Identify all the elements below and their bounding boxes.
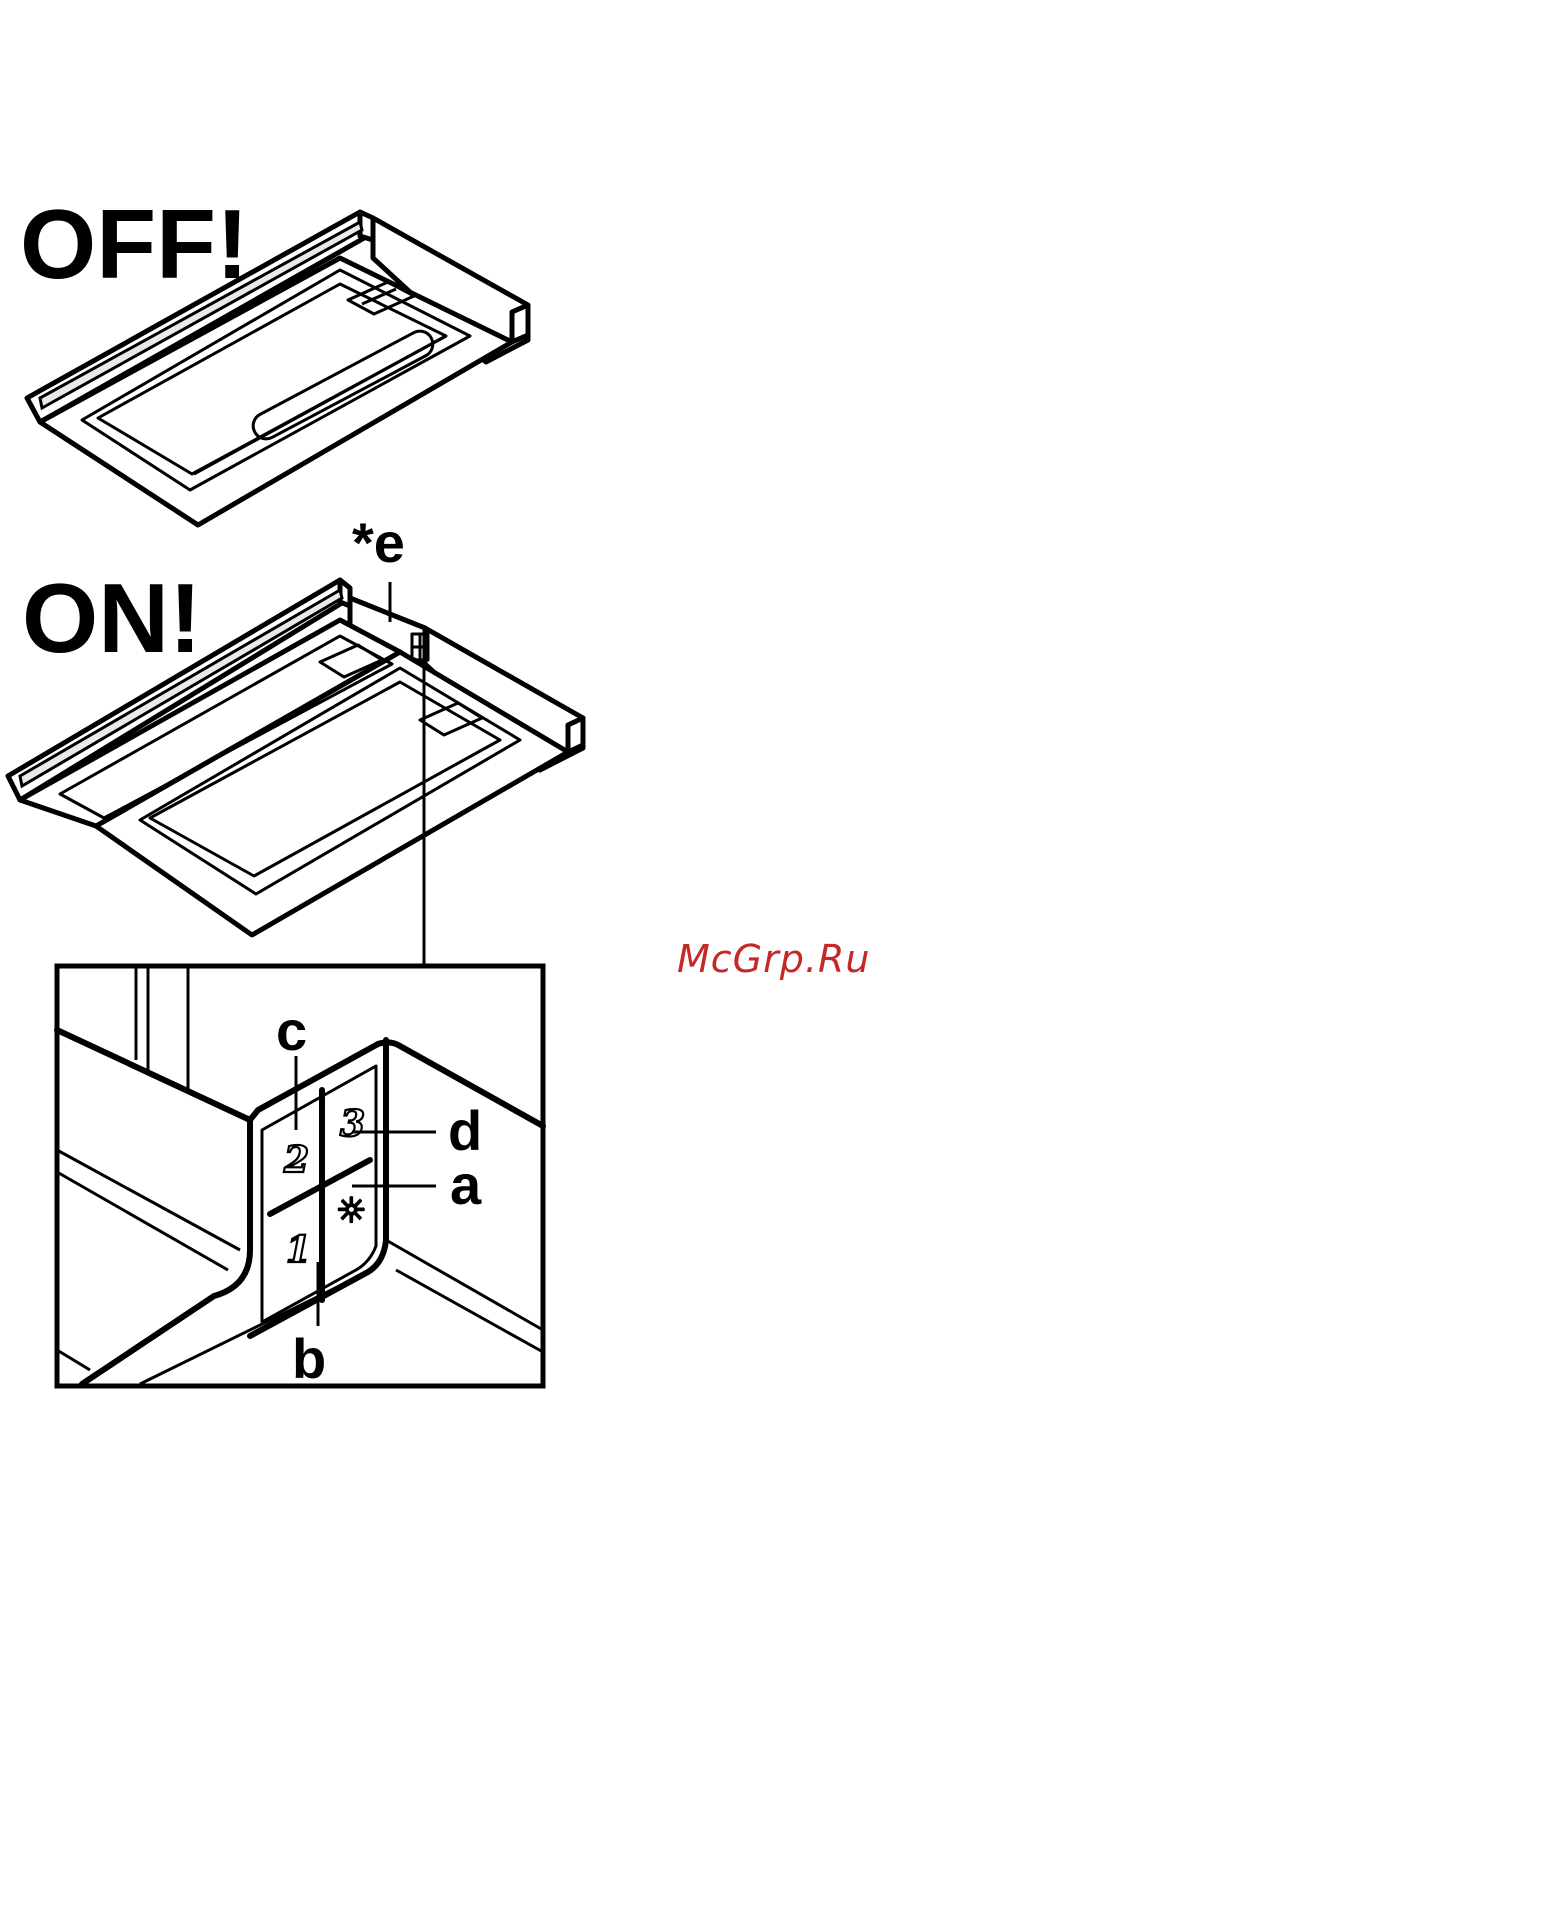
label-a: a <box>450 1153 482 1216</box>
key-3: 3 <box>340 1103 365 1145</box>
off-label: OFF! <box>20 189 249 299</box>
label-c: c <box>276 999 307 1062</box>
key-1: 1 <box>286 1229 311 1271</box>
light-key-icon: ☼ <box>336 1191 366 1231</box>
watermark: McGrp.Ru <box>677 937 870 981</box>
on-label: ON! <box>22 563 202 673</box>
label-b: b <box>292 1327 326 1390</box>
key-2: 2 <box>283 1139 309 1181</box>
e-marker-label: *e <box>352 511 405 574</box>
